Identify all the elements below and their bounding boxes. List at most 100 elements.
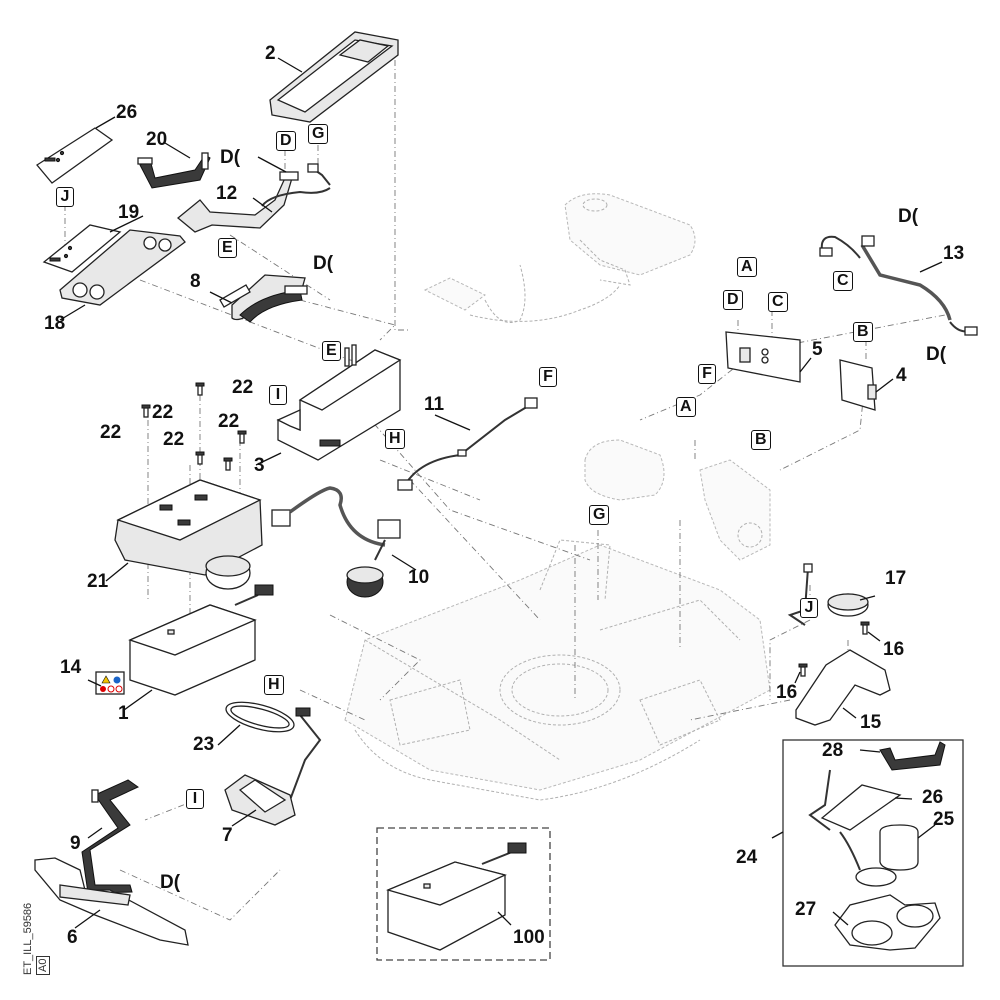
callout-12: 12 xyxy=(216,183,238,204)
ref-marker-j-sensor: J xyxy=(800,598,818,618)
callout-22-top-b: 22 xyxy=(152,402,174,423)
connector-label-dc-4: D( xyxy=(926,344,947,365)
ref-marker-f-board: F xyxy=(698,364,716,384)
callout-17: 17 xyxy=(885,568,907,589)
callout-13: 13 xyxy=(943,243,965,264)
kit-24-frame xyxy=(782,739,964,967)
part-26-board-kit xyxy=(808,769,902,831)
callout-11: 11 xyxy=(424,394,445,415)
ref-marker-a-motor: A xyxy=(676,397,696,417)
part-13-harness xyxy=(819,235,978,336)
part-2-cover xyxy=(269,31,399,123)
connector-label-dc-3: D( xyxy=(898,206,919,227)
part-21-housing xyxy=(114,479,263,590)
ref-marker-i-ribbon: I xyxy=(186,789,204,809)
callout-4: 4 xyxy=(896,365,907,386)
part-3-bracket xyxy=(276,344,402,461)
ref-marker-c-harness: C xyxy=(833,271,853,291)
callout-22-mid: 22 xyxy=(218,411,240,432)
part-22-screws xyxy=(141,382,247,471)
part-16-screws xyxy=(798,621,870,677)
ref-marker-h-charging: H xyxy=(264,675,284,695)
part-17-sensor xyxy=(787,563,869,626)
part-27-plate xyxy=(834,894,941,951)
motor-ghost-left xyxy=(584,439,665,501)
callout-3: 3 xyxy=(254,455,265,476)
callout-14: 14 xyxy=(60,657,82,678)
callout-1: 1 xyxy=(118,703,129,724)
ref-marker-b-board: B xyxy=(853,322,873,342)
ref-marker-e-bracket: E xyxy=(322,341,341,361)
callout-22-top-a: 22 xyxy=(232,377,254,398)
leader-lines xyxy=(59,57,943,929)
callout-22-left: 22 xyxy=(100,422,122,443)
callout-2: 2 xyxy=(265,43,276,64)
part-100-battery xyxy=(386,842,527,951)
part-1-battery xyxy=(128,584,274,696)
control-panel-ghost xyxy=(564,193,696,286)
ref-marker-e: E xyxy=(218,238,237,258)
ref-marker-b-motor: B xyxy=(751,430,771,450)
callout-27: 27 xyxy=(795,899,817,920)
callout-20: 20 xyxy=(146,129,168,150)
part-19-board xyxy=(42,224,122,273)
part-14-warning-label xyxy=(95,671,125,695)
part-12-harness xyxy=(176,163,331,233)
part-5-board xyxy=(725,331,801,383)
callout-8: 8 xyxy=(190,271,201,292)
part-9-ribbon xyxy=(81,779,139,894)
part-4-board xyxy=(839,359,877,411)
kit-100-frame xyxy=(376,827,551,961)
callout-9: 9 xyxy=(70,833,81,854)
ref-marker-g: G xyxy=(308,124,329,144)
callout-7: 7 xyxy=(222,825,233,846)
ghost-board xyxy=(423,264,621,323)
ref-marker-d-board: D xyxy=(723,290,743,310)
chassis-ghost xyxy=(344,539,771,801)
part-25-sensor xyxy=(839,824,919,887)
callout-10: 10 xyxy=(408,567,430,588)
callout-23: 23 xyxy=(193,734,215,755)
callout-21: 21 xyxy=(87,571,109,592)
ref-marker-i-bracket: I xyxy=(269,385,287,405)
motor-ghost-right xyxy=(699,459,771,561)
part-8-ribbon xyxy=(219,274,308,323)
part-15-bracket xyxy=(795,649,891,726)
callout-26: 26 xyxy=(116,102,138,123)
callout-18: 18 xyxy=(44,313,66,334)
callout-6: 6 xyxy=(67,927,78,948)
callout-100: 100 xyxy=(513,927,545,948)
part-7-charging-module xyxy=(224,707,322,826)
callout-24: 24 xyxy=(736,847,758,868)
callout-16-right: 16 xyxy=(883,639,905,660)
revision-badge: A0 xyxy=(36,955,50,975)
ref-marker-j: J xyxy=(56,187,74,207)
ref-marker-h-bracket: H xyxy=(385,429,405,449)
part-20-ribbon xyxy=(137,152,211,189)
ref-marker-f-cable: F xyxy=(539,367,557,387)
connector-label-dc-1: D( xyxy=(220,147,241,168)
part-6-bumper xyxy=(34,857,189,946)
callout-28: 28 xyxy=(822,740,844,761)
part-26-board xyxy=(36,127,114,184)
ref-marker-d: D xyxy=(276,131,296,151)
part-10-harness xyxy=(271,486,401,598)
part-18-tray xyxy=(59,229,186,306)
part-11-cable xyxy=(397,397,538,491)
ref-marker-a-board: A xyxy=(737,257,757,277)
callout-5: 5 xyxy=(812,339,823,360)
part-23-gasket xyxy=(225,701,295,733)
callout-15: 15 xyxy=(860,712,882,733)
ref-marker-c-board: C xyxy=(768,292,788,312)
callout-16-left: 16 xyxy=(776,682,798,703)
callout-26-kit: 26 xyxy=(922,787,944,808)
callout-19: 19 xyxy=(118,202,140,223)
ref-marker-g-chassis: G xyxy=(589,505,610,525)
connector-label-dc-5: D( xyxy=(160,872,181,893)
part-28-ribbon xyxy=(879,741,946,771)
callout-22-lower: 22 xyxy=(163,429,185,450)
connector-label-dc-2: D( xyxy=(313,253,334,274)
document-id: ET_ILL_59586 xyxy=(22,902,34,975)
